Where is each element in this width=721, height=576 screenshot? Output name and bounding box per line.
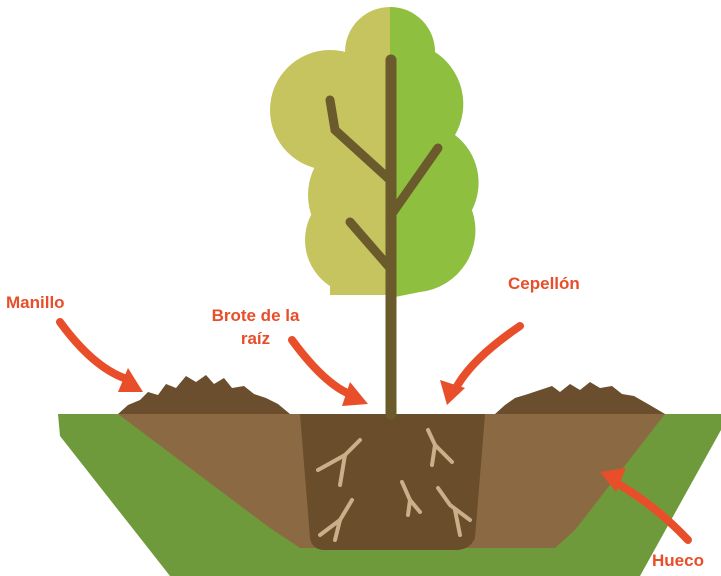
label-cepellon: Cepellón [508, 274, 580, 293]
arrow-manillo [56, 318, 143, 392]
arrow-cepellon [440, 322, 524, 405]
trunk [325, 54, 443, 420]
label-manillo: Manillo [6, 293, 65, 312]
label-brote-line1: Brote de la [211, 306, 300, 325]
arrow-brote [288, 336, 368, 406]
arrow-hueco [600, 468, 692, 544]
soil-mound-left [118, 375, 290, 414]
tree-icon [270, 7, 479, 420]
label-hueco: Hueco [652, 551, 704, 570]
label-brote-de-la-raiz: Brote de la raíz [203, 305, 308, 351]
roots [316, 428, 472, 542]
label-brote-line2: raíz [240, 328, 271, 348]
soil-mound-right [495, 382, 665, 414]
